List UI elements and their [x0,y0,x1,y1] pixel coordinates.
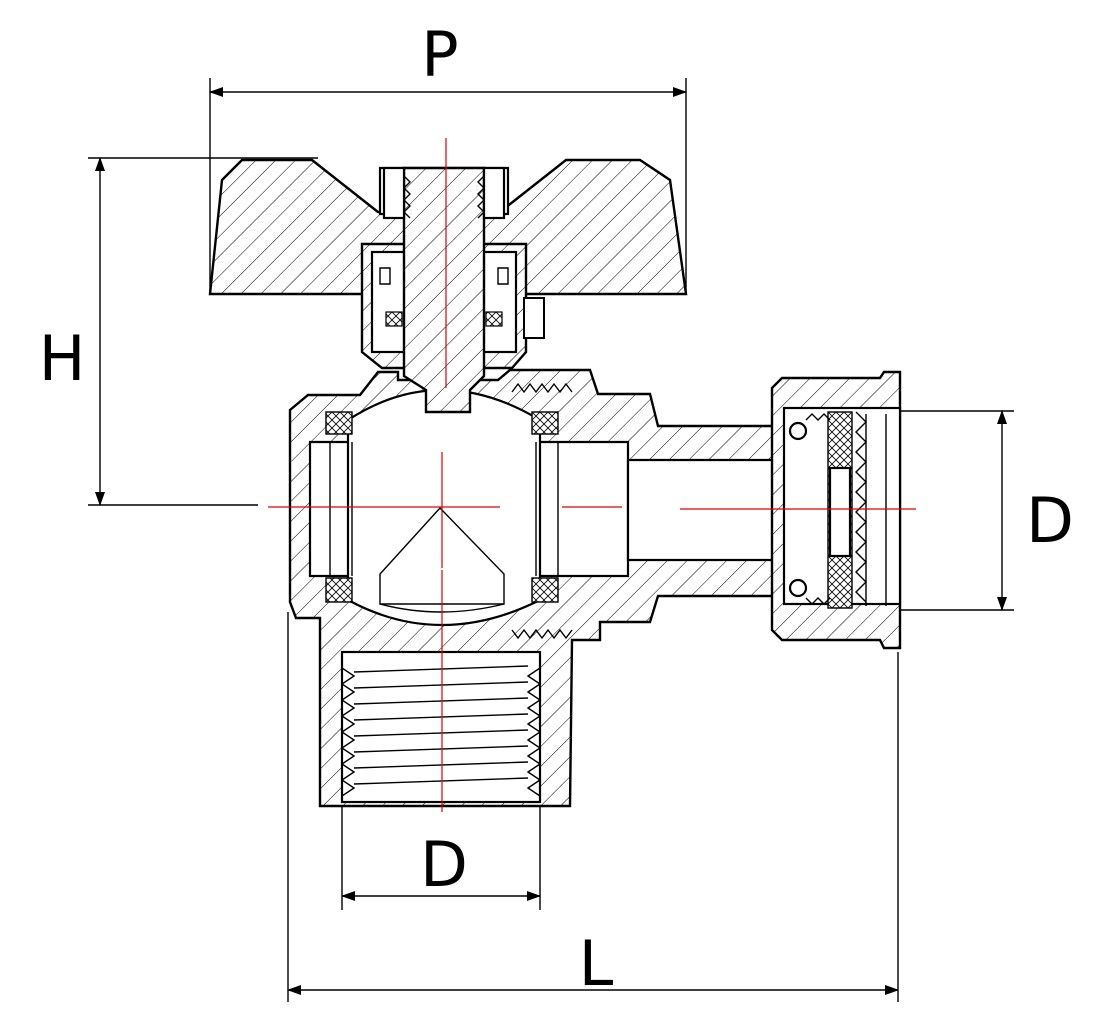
union-nut [770,370,902,650]
seat-left-top [325,411,353,435]
dimension-d-bottom-label: D [420,828,468,901]
dimension-p-label: P [421,18,458,91]
seat-right-top [531,411,559,435]
dimension-p: P [209,18,687,295]
dimension-h-label: H [39,322,86,395]
dimension-l-label: L [579,927,614,1000]
seat-right-bottom [531,577,559,603]
dimension-d-side: D [900,410,1074,611]
center-lines [268,138,916,812]
dimension-d-bottom: D [341,806,541,910]
dimension-l: L [287,612,899,1002]
seat-left-bottom [325,577,353,603]
dimension-d-side-label: D [1026,484,1074,557]
stem-assembly [360,166,545,414]
dimension-h: H [39,157,318,506]
bottom-inlet-thread [340,650,542,804]
